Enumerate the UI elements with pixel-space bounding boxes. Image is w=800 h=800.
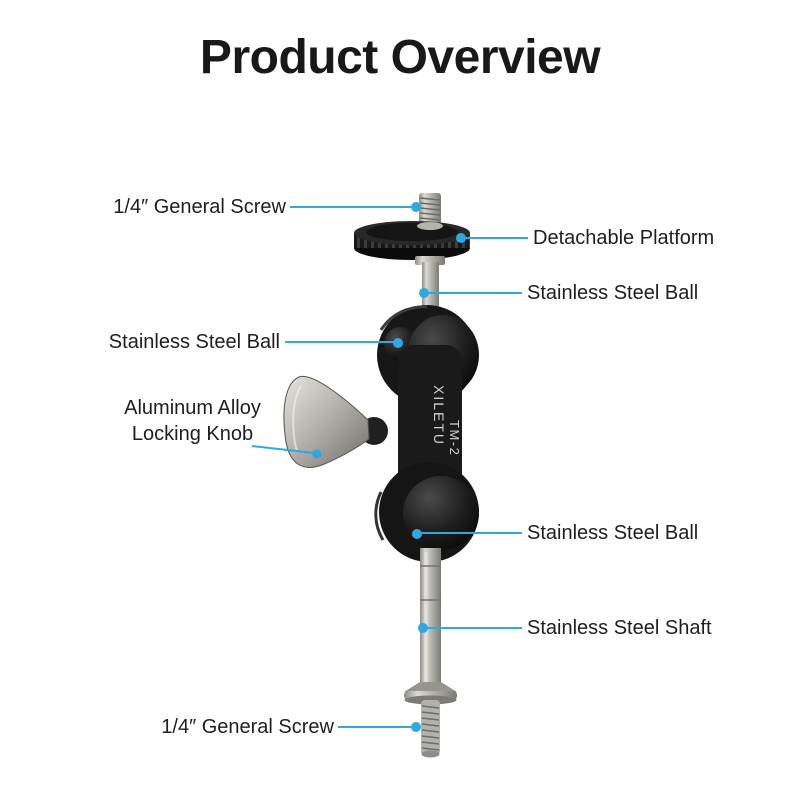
lower-shaft xyxy=(404,548,457,705)
callout-dot-screw-bottom xyxy=(411,722,421,732)
callout-dot-platform xyxy=(456,233,466,243)
label-detachable-platform: Detachable Platform xyxy=(533,227,715,249)
callout-dot-ball-upper xyxy=(419,288,429,298)
shaft-flange xyxy=(404,682,457,692)
callout-dot-ball-lower xyxy=(412,529,422,539)
label-stainless-steel-ball-left: Stainless Steel Ball xyxy=(108,331,280,353)
callout-dot-screw-top xyxy=(411,202,421,212)
locking-knob xyxy=(283,375,388,468)
page-title: Product Overview xyxy=(199,31,601,84)
label-aluminum-alloy-locking-knob: Aluminum Alloy Locking Knob xyxy=(124,397,261,445)
brand-text: XILETU xyxy=(431,385,447,446)
detachable-platform xyxy=(354,221,470,260)
model-text: TM-2 xyxy=(447,420,462,456)
label-general-screw-top: 1/4″ General Screw xyxy=(113,196,286,218)
callout-dot-ball-left xyxy=(393,338,403,348)
label-stainless-steel-shaft: Stainless Steel Shaft xyxy=(527,617,712,639)
ball-head-body: XILETU TM-2 xyxy=(374,305,479,562)
callout-dot-shaft xyxy=(418,623,428,633)
bottom-general-screw xyxy=(421,700,440,758)
leader-line-knob xyxy=(251,445,315,454)
top-general-screw xyxy=(419,193,441,226)
label-stainless-steel-ball-upper: Stainless Steel Ball xyxy=(527,282,699,304)
callout-dot-knob xyxy=(312,449,322,459)
label-stainless-steel-ball-lower: Stainless Steel Ball xyxy=(527,522,699,544)
lower-steel-ball xyxy=(403,476,479,550)
label-general-screw-bottom: 1/4″ General Screw xyxy=(161,716,334,738)
